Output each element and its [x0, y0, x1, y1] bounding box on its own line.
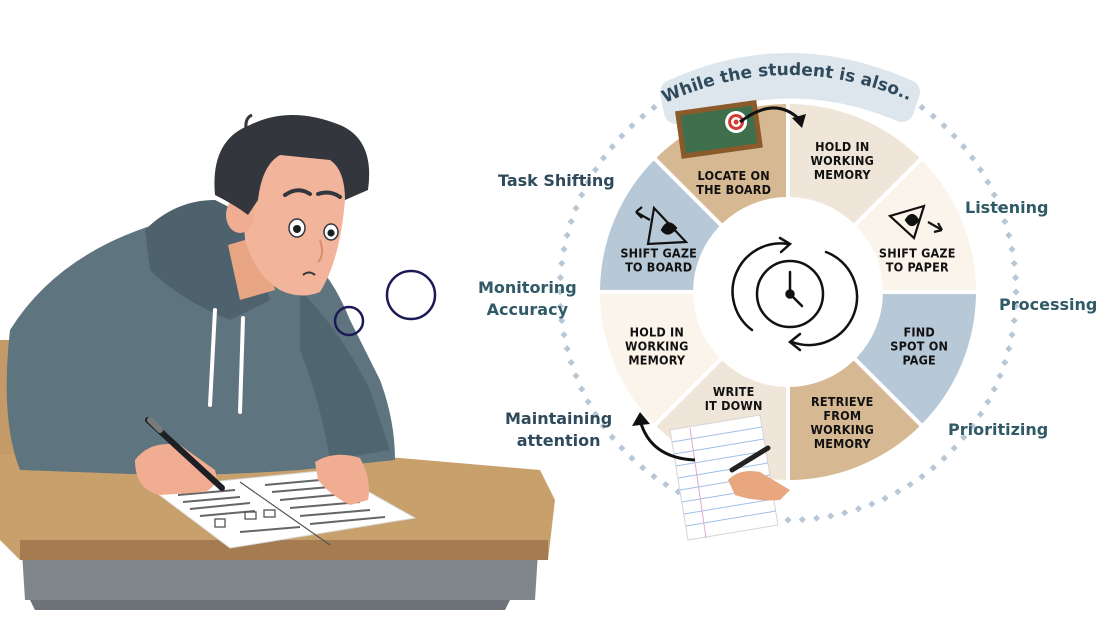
segment-shift-gaze-to-paper: [856, 160, 976, 291]
arrow-write-to-hold: [638, 419, 696, 462]
thought-bubble-small: [333, 305, 365, 337]
label-maintaining-line2: attention: [516, 431, 601, 450]
eye-arrow-right-icon: [887, 204, 943, 240]
segment-hold-in-working-memory-2: [600, 293, 720, 424]
segment-retrieve-from-working-memory: [789, 360, 920, 480]
arrow-board-to-memory: [739, 106, 802, 124]
chalkboard-target-icon: [675, 99, 763, 159]
thought-bubble-large: [385, 269, 437, 321]
label-listening: Listening: [965, 198, 1049, 217]
label-monitoring-line2: Accuracy: [486, 300, 568, 319]
segment-find-spot-on-page: [856, 293, 976, 424]
title-pill: [660, 53, 920, 124]
clock-cycle-icon: [731, 236, 859, 352]
segment-hold-in-working-memory-1: [789, 104, 920, 224]
label-task-shifting: Task Shifting: [498, 171, 615, 190]
label-monitoring-line1: Monitoring: [478, 278, 577, 297]
eye-arrow-left-icon: [635, 205, 689, 246]
hand-writing-paper-icon: [669, 414, 790, 541]
segment-shift-gaze-to-board: [600, 160, 720, 291]
label-prioritizing: Prioritizing: [948, 420, 1049, 439]
label-maintaining-line1: Maintaining: [505, 409, 613, 428]
label-maintaining-attention: Maintaining attention: [505, 408, 612, 452]
label-monitoring-accuracy: Monitoring Accuracy: [478, 277, 577, 321]
label-processing: Processing: [999, 295, 1098, 314]
student-illustration: [0, 113, 555, 610]
